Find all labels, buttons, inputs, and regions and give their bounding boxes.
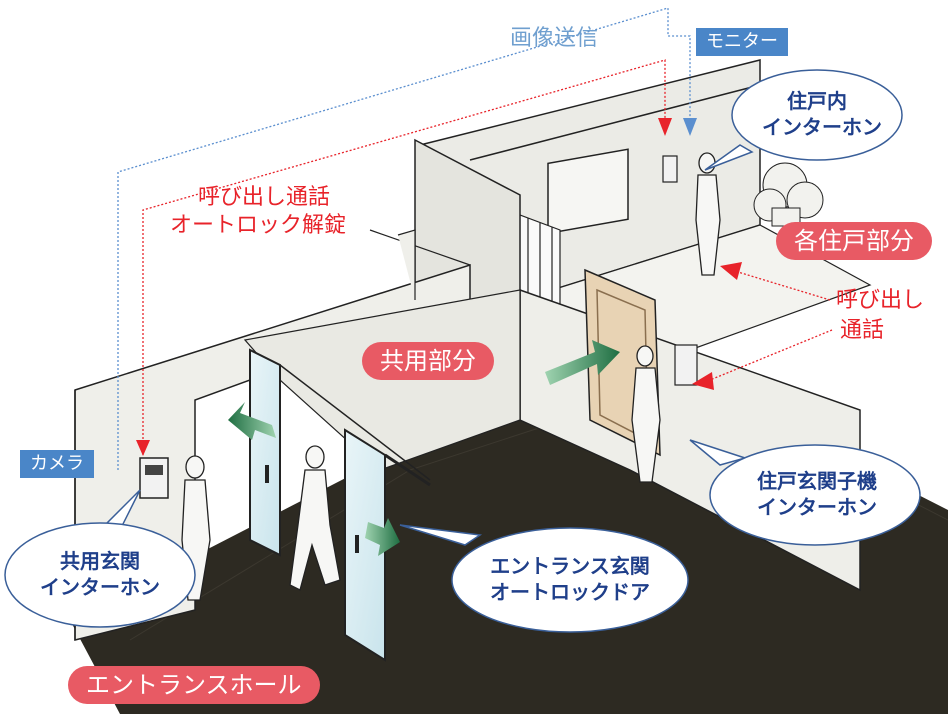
call-unlock-label-line2: オートロック解錠 <box>170 213 347 238</box>
bubble-unit-intercom <box>704 69 903 171</box>
unit-door-intercom-label: 住戸玄関子機 インターホン <box>742 468 892 520</box>
each-unit-pill: 各住戸部分 <box>776 222 932 260</box>
common-intercom-line1: 共用玄関 <box>60 549 140 573</box>
bubble-autolock-door <box>399 524 689 633</box>
call-unlock-label-line1: 呼び出し通話 <box>198 185 331 210</box>
person-walking <box>289 445 341 591</box>
green-arrow-unit <box>545 340 620 385</box>
plant <box>753 162 824 227</box>
autolock-door-line1: エントランス玄関 <box>490 554 650 578</box>
bubble-unit-door-intercom <box>689 439 921 546</box>
monitor-tag: モニター <box>696 28 788 56</box>
unit-intercom-line1: 住戸内 <box>787 89 847 113</box>
common-intercom-label: 共用玄関 インターホン <box>30 548 170 600</box>
unit-intercom-label: 住戸内 インターホン <box>762 88 882 140</box>
bubble-common-intercom <box>4 489 196 628</box>
common-intercom-line2: インターホン <box>40 575 160 599</box>
image-transmission-label: 画像送信 <box>510 26 599 51</box>
green-arrow-in <box>365 518 400 556</box>
unit-door-intercom-line2: インターホン <box>757 495 877 519</box>
call-right-label-line1: 呼び出し <box>836 288 925 313</box>
unit-door-intercom-line1: 住戸玄関子機 <box>757 469 877 493</box>
unit-intercom-line2: インターホン <box>762 115 882 139</box>
call-right-label-line2: 通話 <box>840 318 885 343</box>
common-area-pill: 共用部分 <box>362 342 494 380</box>
person-unit-door <box>631 345 661 483</box>
camera-tag: カメラ <box>20 450 94 478</box>
video-signal-line <box>117 7 691 470</box>
call-signal-line <box>142 59 666 455</box>
autolock-door-label: エントランス玄関 オートロックドア <box>470 553 670 605</box>
entrance-hall-pill: エントランスホール <box>68 666 320 704</box>
autolock-door-line2: オートロックドア <box>490 580 650 604</box>
entrance-autolock-door <box>249 348 431 662</box>
green-arrow-out <box>228 402 276 440</box>
